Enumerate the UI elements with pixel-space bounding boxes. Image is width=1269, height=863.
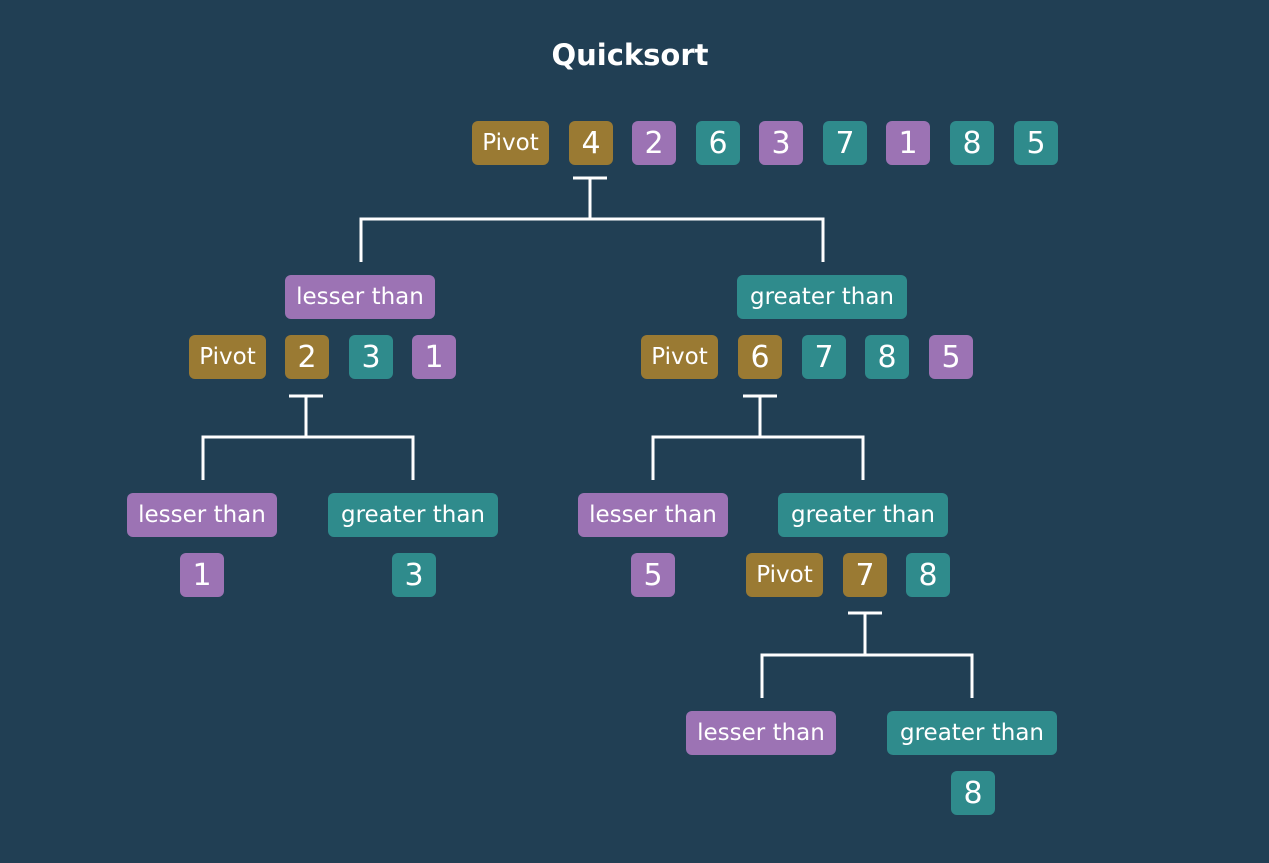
root-element: 6 bbox=[696, 121, 740, 165]
branch-label-greater: greater than bbox=[737, 275, 907, 319]
right-pivot-value: 6 bbox=[738, 335, 782, 379]
diagram-title: Quicksort bbox=[551, 38, 709, 72]
root-element: 2 bbox=[632, 121, 676, 165]
leaf-element: 3 bbox=[392, 553, 436, 597]
root-element: 7 bbox=[823, 121, 867, 165]
root-element: 3 bbox=[759, 121, 803, 165]
root-split-connector bbox=[359, 176, 825, 262]
left-pivot-value: 2 bbox=[285, 335, 329, 379]
root-element: 1 bbox=[886, 121, 930, 165]
branch-label-greater: greater than bbox=[778, 493, 948, 537]
root-pivot-label: Pivot bbox=[472, 121, 549, 165]
root-element: 5 bbox=[1014, 121, 1058, 165]
left-pivot-label: Pivot bbox=[189, 335, 266, 379]
left-element: 1 bbox=[412, 335, 456, 379]
rr-split-connector bbox=[760, 611, 974, 698]
branch-label-lesser: lesser than bbox=[578, 493, 728, 537]
leaf-element: 5 bbox=[631, 553, 675, 597]
branch-label-lesser: lesser than bbox=[686, 711, 836, 755]
right-element: 7 bbox=[802, 335, 846, 379]
rr-pivot-label: Pivot bbox=[746, 553, 823, 597]
right-split-connector bbox=[651, 394, 865, 480]
rr-element: 8 bbox=[906, 553, 950, 597]
leaf-element: 8 bbox=[951, 771, 995, 815]
left-element: 3 bbox=[349, 335, 393, 379]
right-element: 5 bbox=[929, 335, 973, 379]
branch-label-lesser: lesser than bbox=[285, 275, 435, 319]
root-element: 8 bbox=[950, 121, 994, 165]
left-split-connector bbox=[201, 394, 415, 480]
leaf-element: 1 bbox=[180, 553, 224, 597]
root-pivot-value: 4 bbox=[569, 121, 613, 165]
right-element: 8 bbox=[865, 335, 909, 379]
right-pivot-label: Pivot bbox=[641, 335, 718, 379]
branch-label-lesser: lesser than bbox=[127, 493, 277, 537]
rr-pivot-value: 7 bbox=[843, 553, 887, 597]
branch-label-greater: greater than bbox=[328, 493, 498, 537]
branch-label-greater: greater than bbox=[887, 711, 1057, 755]
